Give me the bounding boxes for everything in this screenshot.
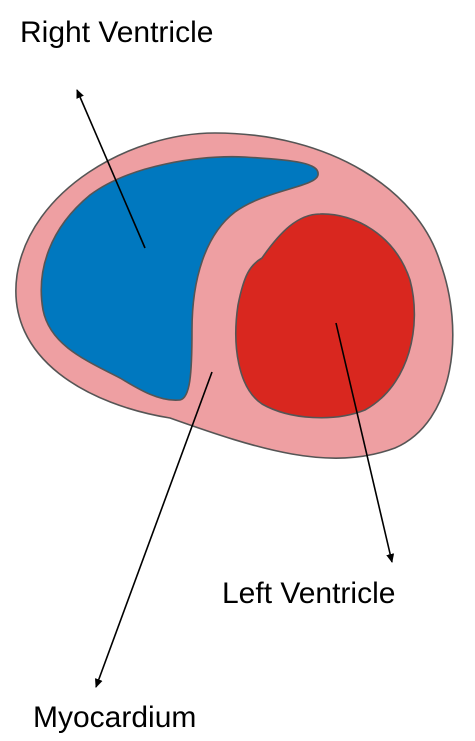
right-ventricle-label: Right Ventricle [20,16,213,49]
myocardium-pointer-arrow [96,372,212,687]
myocardium-label: Myocardium [33,701,196,734]
left-ventricle-label: Left Ventricle [222,577,395,610]
